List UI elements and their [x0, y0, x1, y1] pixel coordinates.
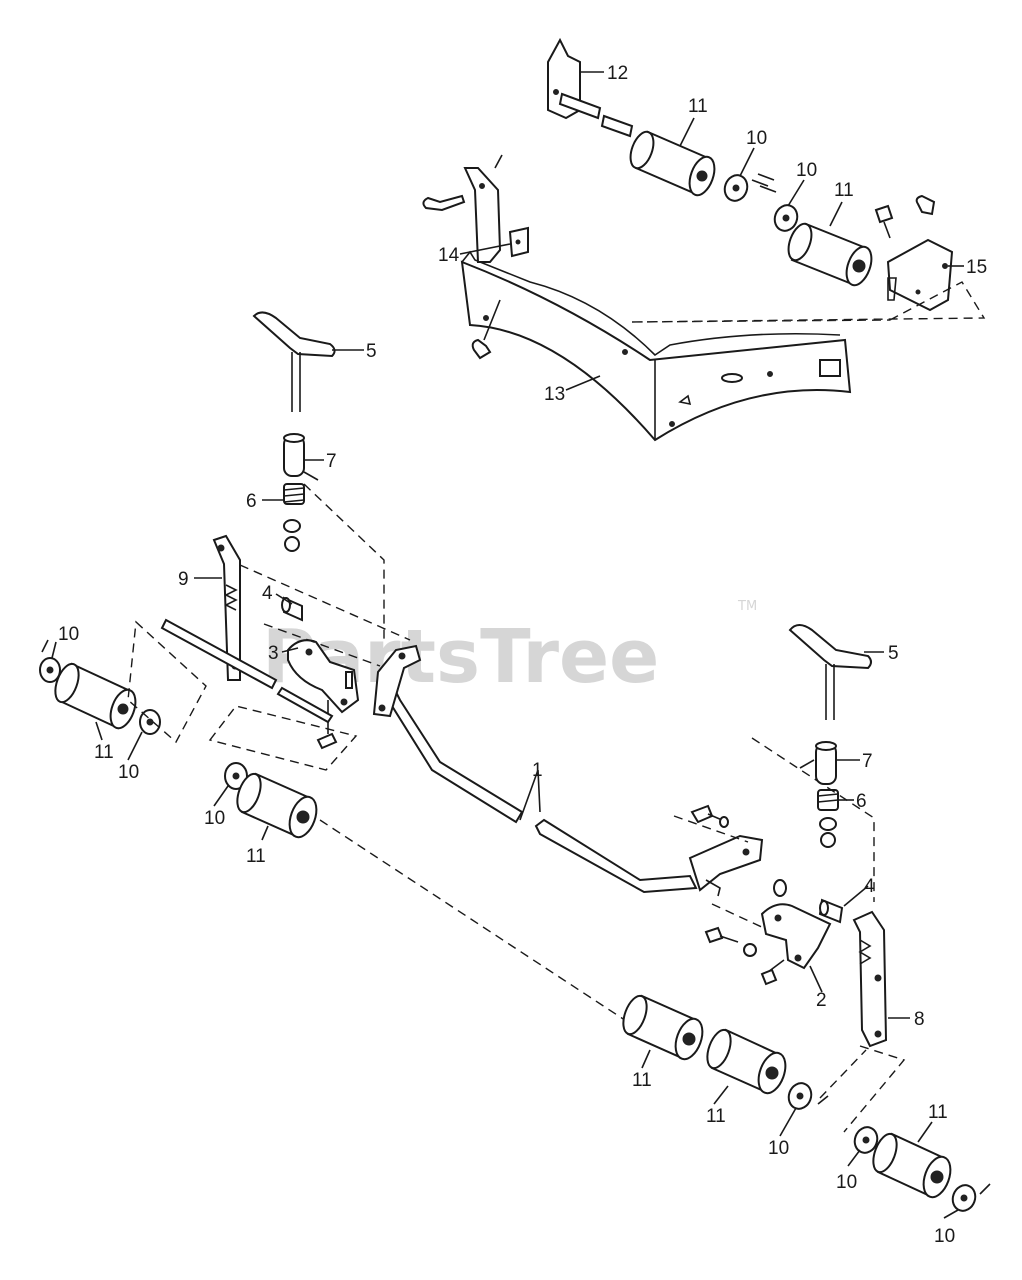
left-roller-bracket	[463, 154, 503, 263]
leader-left-screw	[208, 705, 358, 771]
callout-10[interactable]: 10	[768, 1138, 789, 1159]
roller-axle-pin	[558, 92, 634, 138]
axle-shaft-left	[160, 618, 278, 690]
callout-14[interactable]: 14	[438, 245, 460, 266]
washer-left	[283, 519, 301, 533]
callout-7[interactable]: 7	[326, 451, 337, 472]
callout-leaders	[51, 71, 964, 1219]
roller-11-lower-a	[622, 994, 704, 1061]
cross-rod-1-right	[534, 818, 698, 894]
bolt-top-left	[422, 194, 466, 212]
washer-10-top-b	[773, 204, 799, 232]
cotter-lower-b	[979, 1183, 991, 1195]
lever-9	[212, 534, 241, 681]
pin-4-left	[281, 596, 303, 622]
washer-right	[819, 817, 837, 831]
knob-7-left	[283, 433, 319, 481]
callout-1[interactable]: 1	[532, 760, 543, 781]
callout-2[interactable]: 2	[816, 990, 827, 1011]
cam-plate-2	[760, 903, 832, 970]
pin-4-right	[818, 898, 844, 924]
callout-11[interactable]: 11	[706, 1106, 726, 1127]
roller-11-top-left	[629, 130, 716, 197]
callout-7[interactable]: 7	[862, 751, 873, 772]
callout-10[interactable]: 10	[118, 762, 139, 783]
spring-6-left	[283, 483, 305, 505]
roller-11-lower-b	[706, 1028, 787, 1095]
callout-11[interactable]: 11	[688, 96, 708, 117]
roller-11-top-right	[787, 222, 873, 287]
nut-right	[820, 832, 836, 848]
roller-11-center-left	[236, 772, 318, 839]
callout-10[interactable]: 10	[746, 128, 767, 149]
washer-10-left-low	[224, 762, 248, 790]
cotter-lower-a	[817, 1095, 829, 1105]
leader-knob-right	[751, 737, 875, 902]
callout-9[interactable]: 9	[178, 569, 189, 590]
cam-plate-3	[287, 639, 360, 714]
callout-11[interactable]: 11	[632, 1070, 652, 1091]
leader-lever-right	[819, 1045, 906, 1133]
spring-6-right	[817, 789, 839, 811]
nut-top-right	[887, 277, 897, 301]
leader-top-right	[631, 281, 986, 323]
roller-bracket-15	[886, 238, 954, 312]
callout-5[interactable]: 5	[888, 643, 899, 664]
callout-6[interactable]: 6	[246, 491, 257, 512]
callout-5[interactable]: 5	[366, 341, 377, 362]
handle-5-left	[252, 311, 336, 412]
lever-8	[852, 910, 888, 1048]
callout-6[interactable]: 6	[856, 791, 867, 812]
bolt-bracket-lower	[471, 299, 501, 360]
callout-10[interactable]: 10	[58, 624, 79, 645]
roller-11-left	[54, 662, 137, 730]
callout-10[interactable]: 10	[204, 808, 225, 829]
washer-10-top-a	[723, 174, 749, 202]
watermark-trademark: TM	[737, 599, 757, 614]
knob-7-right	[799, 741, 837, 785]
screw-left	[316, 700, 338, 750]
washer-10-left-mid	[139, 709, 161, 735]
leader-lever-left	[239, 564, 411, 667]
washer-10-lower-a	[787, 1082, 813, 1110]
callout-4[interactable]: 4	[864, 876, 875, 897]
callout-11[interactable]: 11	[834, 180, 854, 201]
callout-3[interactable]: 3	[268, 643, 279, 664]
cross-rod-1-left	[378, 682, 524, 824]
bracket-clip-14	[508, 226, 529, 258]
callout-10[interactable]: 10	[934, 1226, 955, 1247]
bolts-right	[704, 879, 787, 986]
callout-12[interactable]: 12	[607, 63, 628, 84]
callout-8[interactable]: 8	[914, 1009, 925, 1030]
callout-10[interactable]: 10	[836, 1172, 857, 1193]
leader-long	[319, 819, 641, 1031]
pivot-bracket-right	[688, 834, 764, 897]
leader-center-right	[673, 815, 821, 955]
leader-left-roller	[127, 620, 207, 744]
washer-10-lower-c	[951, 1184, 977, 1212]
cotter-left	[41, 639, 49, 653]
front-bracket	[460, 250, 852, 442]
leader-knob-left	[303, 483, 385, 640]
handle-5-right	[788, 624, 872, 720]
bolt-center-right	[690, 804, 729, 828]
callout-11[interactable]: 11	[246, 846, 266, 867]
cotter-pins-top	[751, 173, 777, 193]
pivot-bracket-left	[372, 644, 422, 718]
axle-stub-left	[276, 686, 334, 724]
bolts-top-right	[874, 194, 936, 239]
callout-10[interactable]: 10	[796, 160, 817, 181]
callout-4[interactable]: 4	[262, 583, 273, 604]
washer-10-left-top	[39, 657, 61, 683]
callout-15[interactable]: 15	[966, 257, 987, 278]
roller-11-lower-c	[872, 1132, 952, 1199]
callout-11[interactable]: 11	[94, 742, 114, 763]
nut-left	[284, 536, 300, 552]
callout-11[interactable]: 11	[928, 1102, 948, 1123]
washer-10-lower-b	[853, 1126, 879, 1154]
callout-13[interactable]: 13	[544, 384, 565, 405]
